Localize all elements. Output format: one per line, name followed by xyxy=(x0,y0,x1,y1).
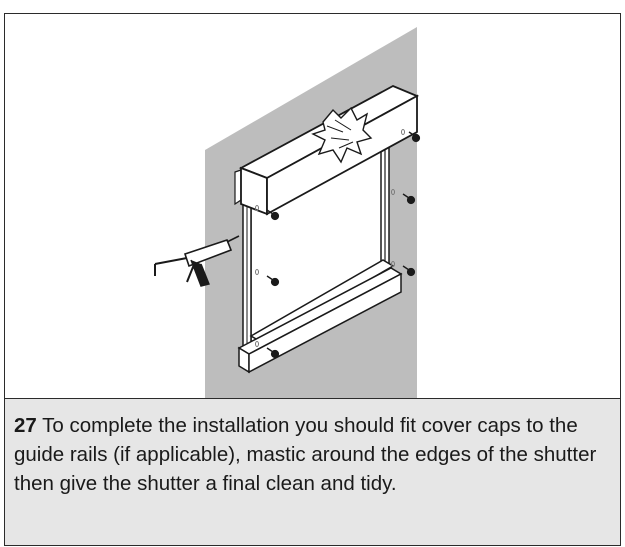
instruction-text: To complete the installation you should … xyxy=(14,414,597,495)
step-number: 27 xyxy=(14,414,37,437)
screw-holes xyxy=(255,129,405,347)
instruction-panel: 27 To complete the installation you shou… xyxy=(4,13,621,546)
screw-icons xyxy=(266,131,421,359)
instruction-caption: 27 To complete the installation you shou… xyxy=(5,398,620,545)
caulking-gun-icon xyxy=(154,235,240,287)
left-guide-rail xyxy=(242,198,252,360)
cleaning-cloth-icon xyxy=(311,106,373,164)
installation-illustration xyxy=(5,14,620,398)
